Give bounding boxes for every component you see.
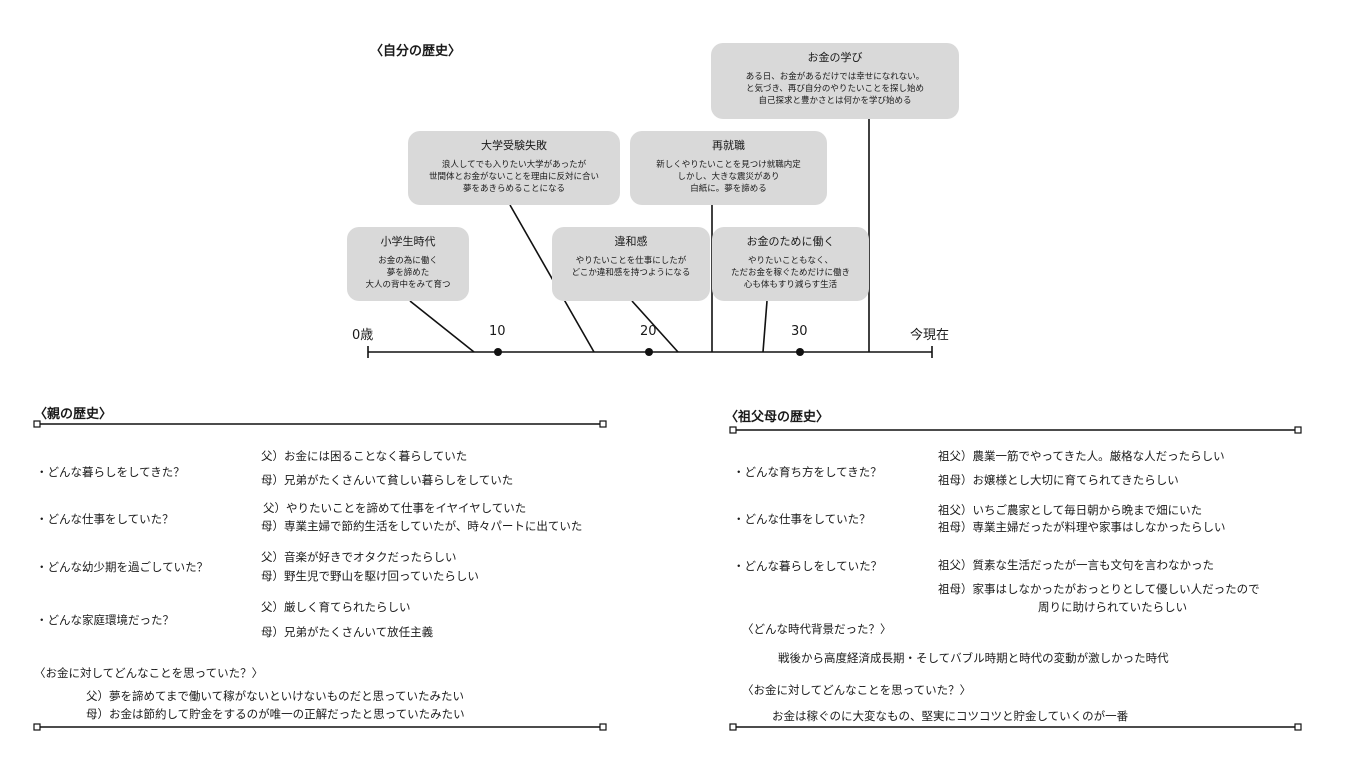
parents-answer-mother: 母）兄弟がたくさんいて放任主義	[261, 625, 434, 639]
grandparents-title: 〈祖父母の歴史〉	[725, 410, 830, 425]
grandparents-money-question: 〈お金に対してどんなことを思っていた？〉	[742, 683, 972, 697]
grandparents-answer-grandmother: 祖母）専業主婦だったが料理や家事はしなかったらしい	[938, 520, 1226, 534]
parents-answer-father: 父）音楽が好きでオタクだったらしい	[261, 550, 457, 564]
parents-question-family: ・どんな家庭環境だった？	[36, 613, 174, 627]
grandparents-answer-grandmother-cont: 周りに助けられていたらしい	[1038, 600, 1188, 614]
event-body: やりたいこともなく、 ただお金を稼ぐためだけに働き 心も体もすり減らす生活	[730, 256, 850, 290]
tick-dot-10	[494, 348, 502, 356]
parents-answer-mother: 母）兄弟がたくさんいて貧しい暮らしをしていた	[261, 473, 514, 487]
event-body: 新しくやりたいことを見つけ就職内定 しかし、大きな震災があり 白紙に。夢を諦める	[656, 160, 801, 194]
grandparents-answer-grandmother: 祖母）家事はしなかったがおっとりとして優しい人だったので	[938, 582, 1260, 596]
parents-money-question: 〈お金に対してどんなことを思っていた？〉	[34, 666, 264, 680]
parents-answer-mother: 母）野生児で野山を駆け回っていたらしい	[261, 569, 479, 583]
event-elementary: 小学生時代 お金の為に働く 夢を諦めた 大人の背中をみて育つ	[347, 227, 469, 301]
event-title: お金のために働く	[746, 235, 835, 248]
parents-answer-father: 父）やりたいことを諦めて仕事をイヤイヤしていた	[263, 501, 527, 515]
grandparents-answer-grandfather: 祖父）質素な生活だったが一言も文句を言わなかった	[938, 558, 1214, 572]
grandparents-question-upbringing: ・どんな育ち方をしてきた？	[733, 465, 882, 479]
event-exam-failure: 大学受験失敗 浪人してでも入りたい大学があったが 世間体とお金がないことを理由に…	[408, 131, 620, 205]
tick-dot-20	[645, 348, 653, 356]
parents-answer-father: 父）お金には困ることなく暮らしていた	[261, 449, 468, 463]
event-body: お金の為に働く 夢を諦めた 大人の背中をみて育つ	[365, 256, 451, 290]
event-body: ある日、お金があるだけでは幸せになれない。 と気づき、再び自分のやりたいことを探…	[745, 72, 925, 106]
parents-title: 〈親の歴史〉	[34, 407, 113, 422]
event-body: 浪人してでも入りたい大学があったが 世間体とお金がないことを理由に反対に合い 夢…	[428, 160, 599, 194]
tick-label-10: 10	[489, 324, 506, 339]
parents-question-childhood: ・どんな幼少期を過ごしていた？	[36, 560, 209, 574]
parents-question-work: ・どんな仕事をしていた？	[36, 512, 174, 526]
event-title: 小学生時代	[380, 235, 436, 248]
parents-money-mother: 母）お金は節約して貯金をするのが唯一の正解だったと思っていたみたい	[86, 707, 465, 721]
tick-label-now: 今現在	[910, 328, 950, 343]
event-discomfort: 違和感 やりたいことを仕事にしたが どこか違和感を持つようになる	[552, 227, 710, 301]
grandparents-question-work: ・どんな仕事をしていた？	[733, 512, 871, 526]
grandparents-answer-grandfather: 祖父）いちご農家として毎日朝から晩まで畑にいた	[938, 503, 1203, 517]
parents-money-father: 父）夢を諦めてまで働いて稼がないといけないものだと思っていたみたい	[86, 689, 465, 703]
grandparents-question-life: ・どんな暮らしをしていた？	[733, 559, 883, 573]
connector-discomfort	[631, 300, 679, 353]
event-title: 違和感	[614, 235, 648, 248]
grandparents-answer-grandfather: 祖父）農業一筋でやってきた人。厳格な人だったらしい	[938, 449, 1225, 463]
parents-answer-father: 父）厳しく育てられたらしい	[261, 600, 411, 614]
grandparents-era-answer: 戦後から高度経済成長期・そしてバブル時期と時代の変動が激しかった時代	[778, 651, 1169, 665]
parents-question-life: ・どんな暮らしをしてきた？	[36, 465, 185, 479]
event-money-learning: お金の学び ある日、お金があるだけでは幸せになれない。 と気づき、再び自分のやり…	[711, 43, 959, 119]
grandparents-era-question: 〈どんな時代背景だった？〉	[742, 622, 892, 636]
tick-label-30: 30	[791, 324, 808, 339]
grandparents-answer-grandmother: 祖母）お嬢様とし大切に育てられてきたらしい	[938, 473, 1179, 487]
connector-work-for-money	[762, 300, 768, 353]
parents-answer-mother: 母）専業主婦で節約生活をしていたが、時々パートに出ていた	[261, 519, 583, 533]
connector-elementary	[409, 300, 475, 353]
tick-dot-30	[796, 348, 804, 356]
grandparents-money-answer: お金は稼ぐのに大変なもの、堅実にコツコツと貯金していくのが一番	[772, 709, 1129, 723]
event-reemployment: 再就職 新しくやりたいことを見つけ就職内定 しかし、大きな震災があり 白紙に。夢…	[630, 131, 827, 205]
event-title: 大学受験失敗	[481, 139, 547, 152]
timeline-title: 〈自分の歴史〉	[370, 44, 462, 59]
tick-label-20: 20	[640, 324, 657, 339]
event-work-for-money: お金のために働く やりたいこともなく、 ただお金を稼ぐためだけに働き 心も体もす…	[712, 227, 869, 301]
event-body: やりたいことを仕事にしたが どこか違和感を持つようになる	[571, 256, 691, 278]
tick-label-0: 0歳	[352, 328, 374, 343]
event-title: 再就職	[712, 139, 745, 152]
event-title: お金の学び	[807, 51, 863, 64]
